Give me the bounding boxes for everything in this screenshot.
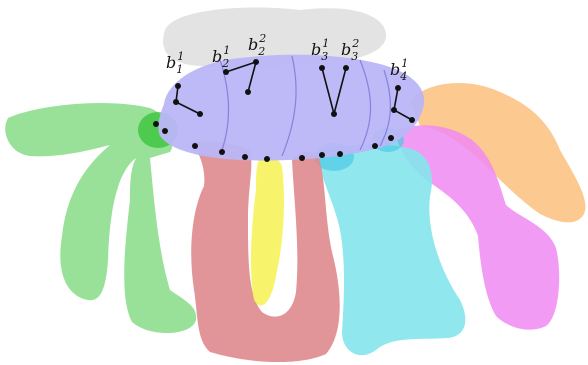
- yellow-strip: [251, 156, 284, 306]
- point: [319, 65, 325, 71]
- point: [245, 89, 251, 95]
- point: [409, 117, 415, 123]
- point: [319, 152, 325, 158]
- point: [173, 99, 179, 105]
- point: [192, 143, 198, 149]
- point: [395, 85, 401, 91]
- point: [264, 156, 270, 162]
- point: [219, 149, 225, 155]
- point: [391, 107, 397, 113]
- label-b1: b11: [166, 50, 184, 76]
- point: [299, 155, 305, 161]
- point: [253, 59, 259, 65]
- point: [388, 135, 394, 141]
- point: [197, 111, 203, 117]
- point: [337, 151, 343, 157]
- point: [343, 65, 349, 71]
- point: [242, 154, 248, 160]
- point: [175, 83, 181, 89]
- point: [331, 111, 337, 117]
- point: [162, 128, 168, 134]
- point: [153, 121, 159, 127]
- point: [372, 143, 378, 149]
